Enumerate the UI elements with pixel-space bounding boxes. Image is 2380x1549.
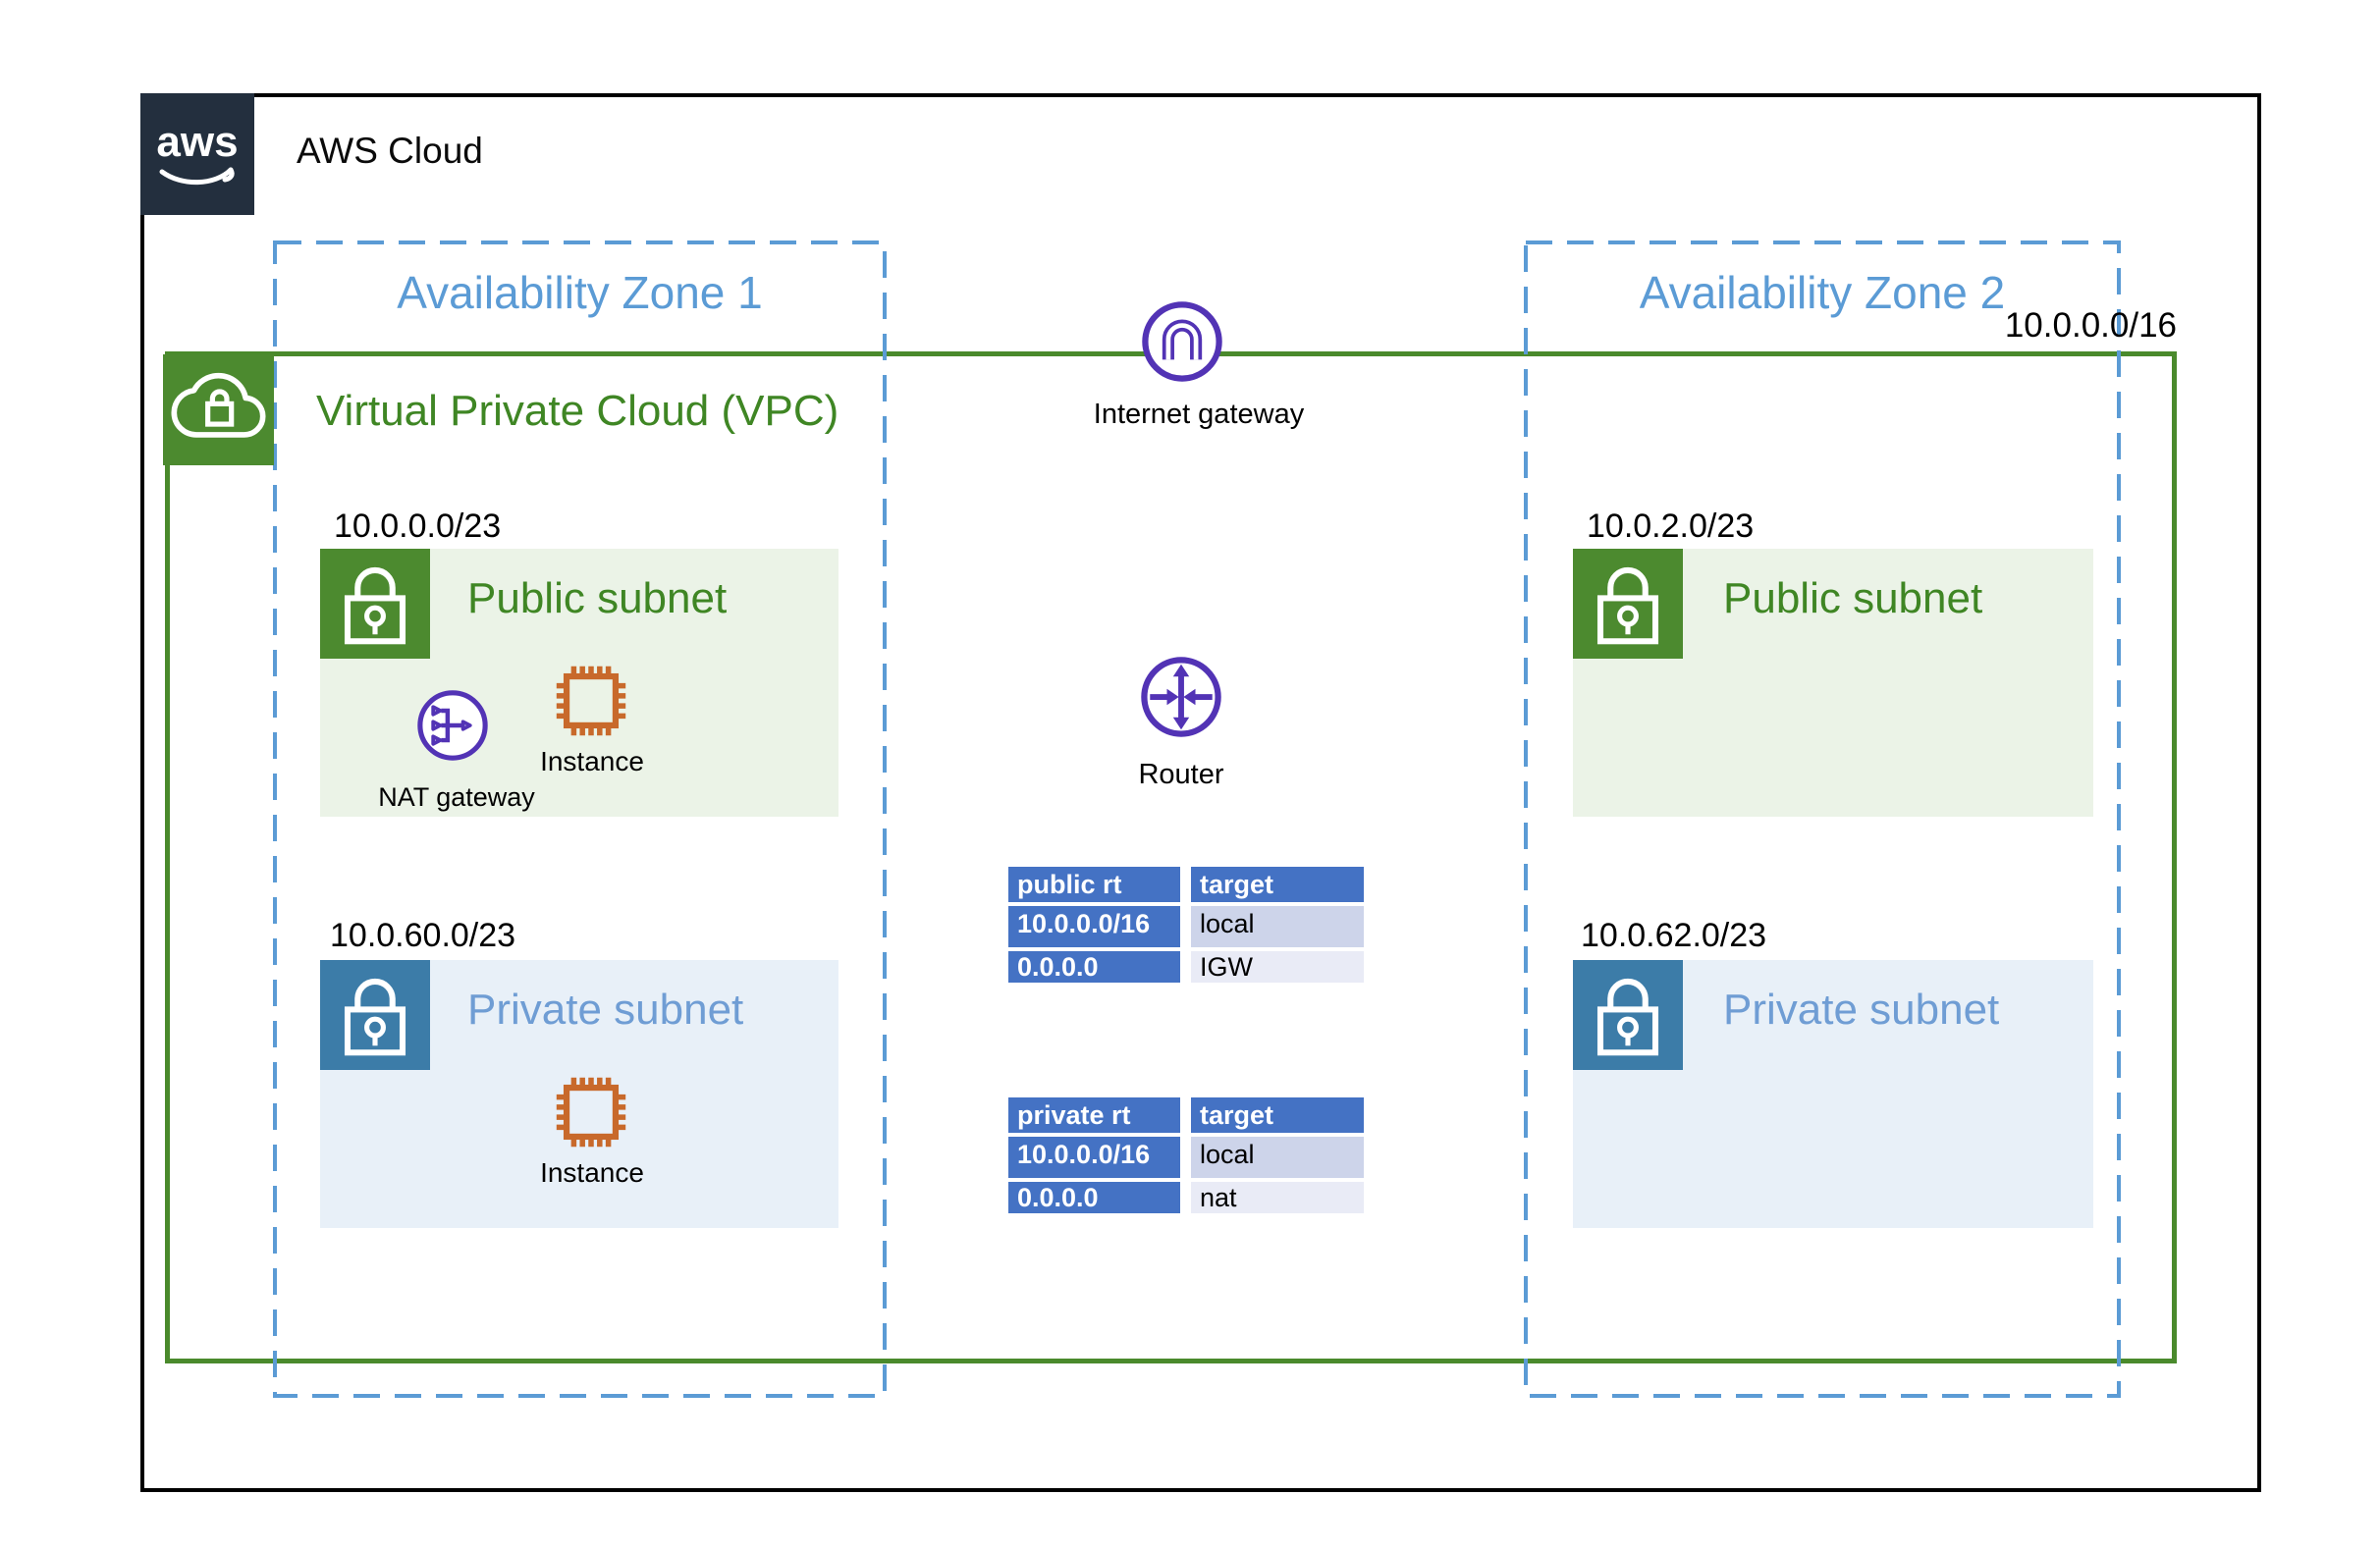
route-cell: 10.0.0.0/16	[1008, 906, 1180, 947]
route-table-private: private rt target 10.0.0.0/16 local 0.0.…	[1008, 1097, 1364, 1217]
instance-label: Instance	[540, 746, 644, 776]
route-cell: local	[1191, 906, 1364, 947]
instance-label: Instance	[540, 1157, 644, 1188]
private-subnet-1-title: Private subnet	[467, 986, 744, 1034]
route-cell: 0.0.0.0	[1008, 951, 1180, 983]
route-table-public: public rt target 10.0.0.0/16 local 0.0.0…	[1008, 867, 1364, 987]
route-cell: IGW	[1191, 951, 1364, 983]
availability-zone-1-label: Availability Zone 1	[397, 267, 763, 318]
router-label: Router	[1138, 759, 1224, 790]
route-table-name-header: private rt	[1008, 1097, 1180, 1133]
private-subnet-lock-icon	[1573, 960, 1683, 1070]
aws-logo-icon: aws	[140, 93, 254, 215]
private-subnet-2-title: Private subnet	[1723, 986, 2000, 1034]
public-subnet-lock-icon	[320, 549, 430, 659]
vpc-cidr-label: 10.0.0.0/16	[2004, 306, 2177, 345]
public-subnet-1-title: Public subnet	[467, 574, 728, 622]
svg-text:aws: aws	[156, 118, 238, 166]
public-subnet-2-title: Public subnet	[1723, 574, 1983, 622]
private-subnet-2-cidr: 10.0.62.0/23	[1581, 917, 1767, 954]
route-cell: 10.0.0.0/16	[1008, 1137, 1180, 1178]
internet-gateway-icon	[1136, 295, 1228, 388]
instance-icon	[548, 1069, 634, 1155]
private-subnet-1-cidr: 10.0.60.0/23	[330, 917, 516, 954]
router-icon	[1135, 651, 1227, 743]
public-subnet-2-cidr: 10.0.2.0/23	[1587, 507, 1755, 545]
route-table-target-header: target	[1191, 867, 1364, 902]
table-row: 10.0.0.0/16 local	[1008, 1137, 1364, 1178]
table-header-row: public rt target	[1008, 867, 1364, 902]
table-row: 10.0.0.0/16 local	[1008, 906, 1364, 947]
nat-gateway-label: NAT gateway	[378, 782, 535, 812]
route-cell: 0.0.0.0	[1008, 1182, 1180, 1213]
route-table-name-header: public rt	[1008, 867, 1180, 902]
vpc-label: Virtual Private Cloud (VPC)	[316, 387, 839, 435]
route-cell: nat	[1191, 1182, 1364, 1213]
diagram-title: AWS Cloud	[297, 131, 483, 171]
vpc-icon	[163, 354, 274, 465]
public-subnet-lock-icon	[1573, 549, 1683, 659]
table-header-row: private rt target	[1008, 1097, 1364, 1133]
route-cell: local	[1191, 1137, 1364, 1178]
instance-icon	[548, 658, 634, 744]
table-row: 0.0.0.0 IGW	[1008, 951, 1364, 983]
public-subnet-1-cidr: 10.0.0.0/23	[334, 507, 502, 545]
internet-gateway-label: Internet gateway	[1093, 399, 1305, 430]
route-table-target-header: target	[1191, 1097, 1364, 1133]
private-subnet-lock-icon	[320, 960, 430, 1070]
table-row: 0.0.0.0 nat	[1008, 1182, 1364, 1213]
